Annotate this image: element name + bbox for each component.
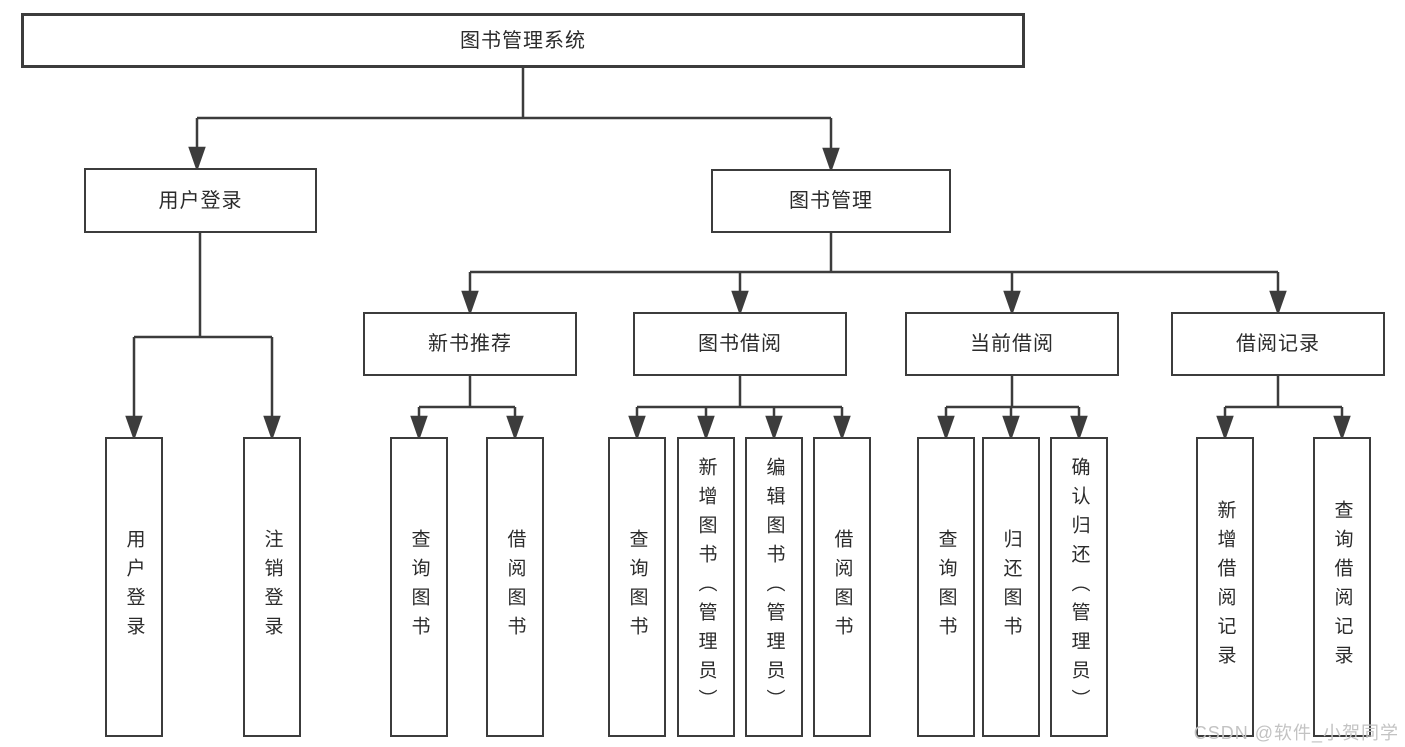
node-bb-edit-book-admin: 编辑图书（管理员） <box>745 437 803 737</box>
node-library-management-system: 图书管理系统 <box>21 13 1025 68</box>
node-cb-return-book: 归还图书 <box>982 437 1040 737</box>
node-cb-confirm-return-admin: 确认归还（管理员） <box>1050 437 1108 737</box>
node-bb-edit-book-admin-label: 编辑图书（管理员） <box>763 456 785 718</box>
node-bb-borrow-book-label: 借阅图书 <box>831 529 853 645</box>
node-br-add-record-label: 新增借阅记录 <box>1214 500 1236 674</box>
node-book-management: 图书管理 <box>711 169 951 233</box>
node-nbr-borrow-book-label: 借阅图书 <box>504 529 526 645</box>
node-cb-return-book-label: 归还图书 <box>1000 529 1022 645</box>
node-cb-confirm-return-admin-label: 确认归还（管理员） <box>1068 456 1090 718</box>
node-nbr-borrow-book: 借阅图书 <box>486 437 544 737</box>
node-nbr-query-book: 查询图书 <box>390 437 448 737</box>
node-cb-query-book: 查询图书 <box>917 437 975 737</box>
node-bb-query-book: 查询图书 <box>608 437 666 737</box>
node-book-borrow: 图书借阅 <box>633 312 847 376</box>
node-nbr-query-book-label: 查询图书 <box>408 529 430 645</box>
node-cb-query-book-label: 查询图书 <box>935 529 957 645</box>
node-bb-add-book-admin: 新增图书（管理员） <box>677 437 735 737</box>
node-user-login: 用户登录 <box>84 168 317 233</box>
node-borrow-record: 借阅记录 <box>1171 312 1385 376</box>
node-logout-label: 注销登录 <box>261 529 283 645</box>
node-bb-borrow-book: 借阅图书 <box>813 437 871 737</box>
node-br-add-record: 新增借阅记录 <box>1196 437 1254 737</box>
node-br-query-record-label: 查询借阅记录 <box>1331 500 1353 674</box>
node-current-borrow: 当前借阅 <box>905 312 1119 376</box>
node-login-label: 用户登录 <box>123 529 145 645</box>
node-new-book-recommend: 新书推荐 <box>363 312 577 376</box>
node-logout: 注销登录 <box>243 437 301 737</box>
node-bb-query-book-label: 查询图书 <box>626 529 648 645</box>
node-br-query-record: 查询借阅记录 <box>1313 437 1371 737</box>
node-bb-add-book-admin-label: 新增图书（管理员） <box>695 456 717 718</box>
node-login: 用户登录 <box>105 437 163 737</box>
